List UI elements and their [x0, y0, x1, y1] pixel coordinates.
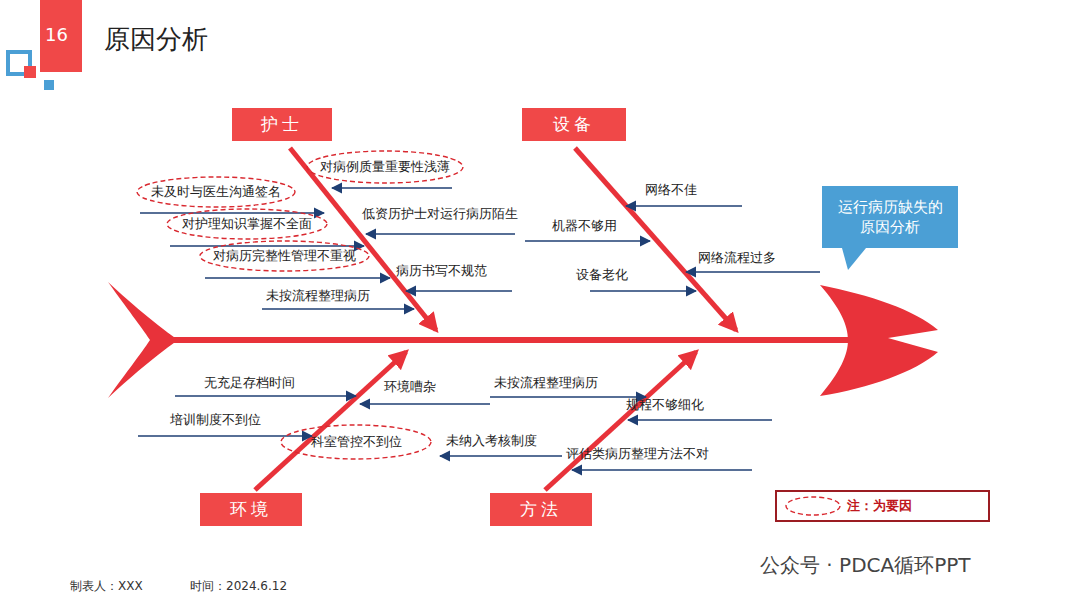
node-text: 环境	[230, 498, 272, 521]
footer-text: 时间：2024.6.12	[190, 578, 287, 595]
cause-label: 网络流程过多	[698, 250, 776, 267]
cause-label: 网络不佳	[645, 182, 697, 199]
node-text: 对病例质量重要性浅薄	[320, 159, 450, 176]
deco-square	[44, 80, 54, 90]
node-text: 方法	[520, 498, 562, 521]
cause-label: 未按流程整理病历	[494, 375, 598, 392]
node-text: 科室管控不到位	[311, 434, 402, 451]
key-cause-ellipse: 对护理知识掌握不全面	[166, 208, 328, 240]
node-text: 设备	[553, 113, 595, 136]
deco-square	[24, 66, 36, 78]
fish-head	[820, 285, 938, 396]
footer-text: 制表人：XXX	[70, 578, 143, 595]
spine	[160, 337, 850, 343]
watermark: 公众号 · PDCA循环PPT	[760, 552, 971, 579]
category-box: 环境	[200, 493, 302, 526]
page-tab	[40, 0, 82, 72]
cause-label: 病历书写不规范	[396, 263, 487, 280]
node-text: 未及时与医生沟通签名	[151, 184, 281, 201]
node-text: 对护理知识掌握不全面	[182, 216, 312, 233]
node-text: 对病历完整性管理不重视	[213, 248, 356, 265]
cause-label: 低资历护士对运行病历陌生	[362, 206, 518, 223]
category-box: 护士	[232, 108, 332, 141]
cause-label: 培训制度不到位	[170, 412, 261, 429]
cause-label: 无充足存档时间	[204, 375, 295, 392]
node-text: 护士	[261, 113, 303, 136]
page-title: 原因分析	[104, 22, 208, 57]
legend-text: 注：为要因	[847, 497, 912, 515]
bone	[575, 148, 736, 330]
callout-tail	[842, 248, 866, 270]
key-cause-ellipse: 对病例质量重要性浅薄	[306, 150, 464, 184]
cause-label: 未按流程整理病历	[266, 288, 370, 305]
legend-ellipse	[783, 494, 843, 518]
key-cause-ellipse: 对病历完整性管理不重视	[199, 240, 370, 272]
callout-box: 运行病历缺失的原因分析	[822, 186, 958, 248]
node-text: 运行病历缺失的原因分析	[834, 197, 946, 238]
bone	[255, 352, 406, 490]
key-cause-ellipse: 未及时与医生沟通签名	[136, 176, 296, 208]
cause-label: 评估类病历整理方法不对	[566, 446, 709, 463]
legend-box: 注：为要因	[775, 490, 990, 522]
category-box: 方法	[490, 493, 592, 526]
cause-arrows	[138, 188, 820, 470]
cause-label: 设备老化	[576, 267, 628, 284]
category-box: 设备	[522, 108, 626, 141]
cause-label: 未纳入考核制度	[446, 433, 537, 450]
cause-label: 机器不够用	[552, 218, 617, 235]
page-number: 16	[45, 24, 68, 45]
cause-label: 规程不够细化	[626, 397, 704, 414]
key-cause-ellipse: 科室管控不到位	[280, 424, 432, 460]
cause-label: 环境嘈杂	[384, 379, 436, 396]
